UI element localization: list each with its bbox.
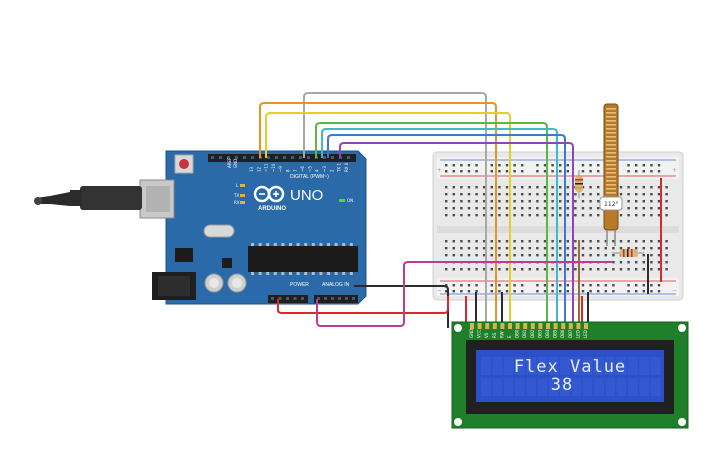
wires [259, 92, 662, 328]
wire-green [315, 122, 548, 328]
power-header-label: POWER [290, 282, 309, 288]
digital-pin-label: ~10 [271, 163, 276, 172]
lcd-pin-label: DB7 [568, 329, 573, 338]
lcd-pin-label: VCC [477, 329, 482, 338]
wire-cyan [321, 128, 558, 328]
l-label: L [236, 183, 239, 188]
digital-pin-label: 12 [256, 166, 261, 172]
lcd-pin-label: DB4 [545, 329, 550, 338]
wire-purple [339, 142, 574, 328]
l-led [240, 184, 245, 187]
tx-led [240, 194, 245, 197]
wire-gray [303, 92, 487, 328]
lcd-pin-label: LED [583, 330, 588, 338]
digital-pin-label: ~11 [264, 163, 269, 172]
mount-hole [678, 324, 686, 332]
digital-header-label: DIGITAL (PWM~) [290, 174, 329, 180]
digital-pin-label: 13 [249, 166, 254, 172]
wire-blue [327, 134, 566, 328]
resistor-contrast[interactable] [575, 170, 583, 198]
on-led [339, 199, 345, 202]
plus-sign: + [672, 167, 677, 174]
minus-sign: − [672, 287, 677, 294]
analog-header [314, 295, 358, 303]
rx-label: RX [234, 200, 240, 205]
digital-pin-label: 7 [293, 169, 298, 172]
digital-pin-label: ~9 [278, 166, 283, 172]
arduino-model: UNO [290, 187, 323, 204]
voltage-regulator [175, 248, 193, 262]
usb-cable [34, 186, 142, 210]
wire-orange [259, 102, 497, 328]
aref-label: AREF [227, 157, 232, 168]
lcd-pin-label: GND [469, 329, 474, 338]
lcd-pin-label: DB6 [560, 329, 565, 338]
mount-hole [454, 324, 462, 332]
digital-pin-label: 4 [315, 169, 320, 172]
atmega-chip [248, 246, 358, 272]
lcd-pin-label: DB0 [515, 329, 520, 338]
crystal-oscillator [203, 224, 235, 238]
arduino-brand: ARDUINO [258, 206, 286, 212]
digital-pin-label: 8 [286, 169, 291, 172]
lcd-line-2: 38 [551, 375, 573, 395]
lcd-line-1: Flex Value [514, 357, 626, 377]
lcd-pin-label: DB3 [537, 329, 542, 338]
reset-button-cap[interactable] [179, 159, 189, 169]
lcd-pin-label: V0 [484, 332, 489, 338]
digital-pin-label: TX 1 [337, 163, 342, 173]
digital-pin-label: RX 0 [344, 162, 349, 172]
lcd-pin-label: DB5 [553, 329, 558, 338]
lcd-pin-label: RW [499, 331, 504, 338]
gnd-label: GND [233, 159, 238, 168]
digital-header [208, 154, 356, 162]
on-label: ON [347, 198, 353, 203]
digital-pin-label: ~3 [322, 166, 327, 172]
arduino-logo [253, 185, 285, 203]
lcd-pin-label: LED [575, 330, 580, 338]
tx-label: TX [233, 193, 239, 198]
flex-sensor[interactable]: 112° [599, 103, 623, 246]
wire-black-ground [354, 285, 449, 328]
analog-header-label: ANALOG IN [322, 282, 350, 288]
lcd-pin-label: DB1 [522, 329, 527, 338]
flex-angle-value: 112° [604, 201, 618, 208]
mount-hole [454, 418, 462, 426]
lcd-pin-label: RS [492, 332, 497, 338]
digital-pin-label: ~6 [300, 166, 305, 172]
lcd-pin-label: E [507, 335, 512, 338]
mount-hole [678, 418, 686, 426]
flex-angle-badge [599, 196, 623, 211]
wire-magenta-analog [316, 261, 612, 327]
lcd-pin-label: DB2 [530, 329, 535, 338]
digital-pin-label: 2 [329, 169, 334, 172]
wire-red-power [277, 296, 449, 314]
small-ic [222, 258, 232, 268]
plus-sign: + [437, 167, 442, 174]
digital-pin-label: ~5 [307, 166, 312, 172]
resistor-flex-divider[interactable] [612, 249, 644, 257]
rx-led [240, 201, 245, 204]
minus-sign: − [437, 287, 442, 294]
wire-yellow [265, 112, 511, 328]
